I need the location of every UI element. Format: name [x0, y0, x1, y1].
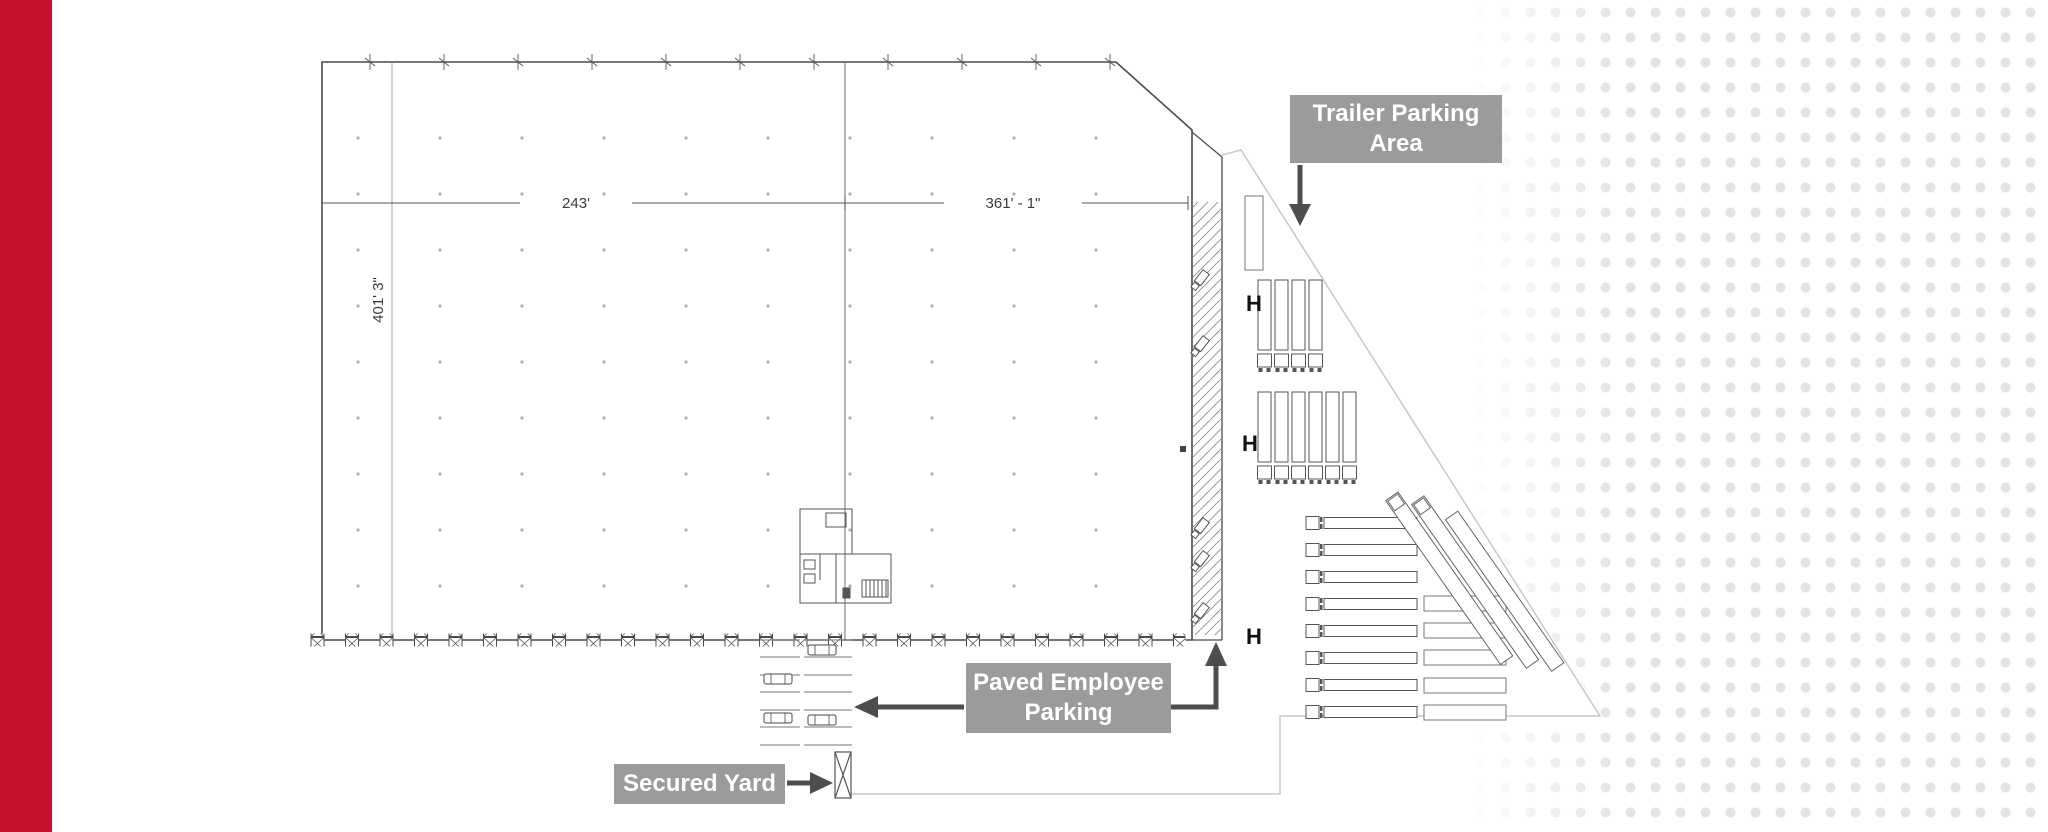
trailer-parking-stalls: H H H [1242, 195, 1565, 721]
gate-icon [834, 751, 852, 799]
trailer-stalls-vertical-row1 [1257, 279, 1323, 373]
building-outline [321, 61, 1193, 641]
dimension-243: 243' [562, 195, 590, 212]
roof-grid-ticks [364, 54, 1116, 70]
wall-door-marker [1180, 446, 1186, 452]
trailer-stalls-diagonal [1385, 491, 1565, 673]
secured-yard-arrow [787, 772, 833, 794]
car-icon [763, 673, 793, 685]
trailer-stalls-horizontal [1305, 516, 1418, 719]
dimension-lines: 243' 361' - 1" 401' 3" [321, 195, 1189, 323]
office-area [799, 508, 892, 604]
employee-parking-label: Paved Employee Parking [966, 663, 1171, 733]
trailer-parking-arrow [1289, 165, 1311, 226]
secured-yard-label-text: Secured Yard [623, 770, 776, 797]
dimension-401: 401' 3" [370, 277, 387, 323]
car-icon [807, 644, 837, 656]
car-icon [763, 712, 793, 724]
column-symbols-row [310, 633, 1186, 647]
hydrant-marker-1: H [1246, 291, 1262, 316]
secured-yard-label: Secured Yard [614, 764, 785, 804]
employee-parking-label-line2: Parking [1024, 699, 1113, 726]
dock-doors [1189, 131, 1223, 641]
trailer-stalls-vertical-row2 [1257, 391, 1357, 485]
trailer-parking-label: Trailer Parking Area [1290, 95, 1502, 163]
trailer-stall-empty [1244, 195, 1264, 271]
hydrant-marker-2: H [1242, 431, 1258, 456]
employee-parking-arrow-left [854, 696, 964, 718]
car-icon [807, 714, 837, 726]
dimension-361: 361' - 1" [986, 195, 1041, 212]
hydrant-marker-3: H [1246, 624, 1262, 649]
employee-parking-arrow-up [1171, 642, 1227, 710]
trailer-parking-label-line2: Area [1369, 130, 1423, 157]
trailer-parking-label-line1: Trailer Parking [1312, 100, 1480, 127]
employee-parking-stalls [760, 639, 852, 746]
employee-parking-label-line1: Paved Employee [973, 669, 1164, 696]
brand-red-bar [0, 0, 52, 832]
